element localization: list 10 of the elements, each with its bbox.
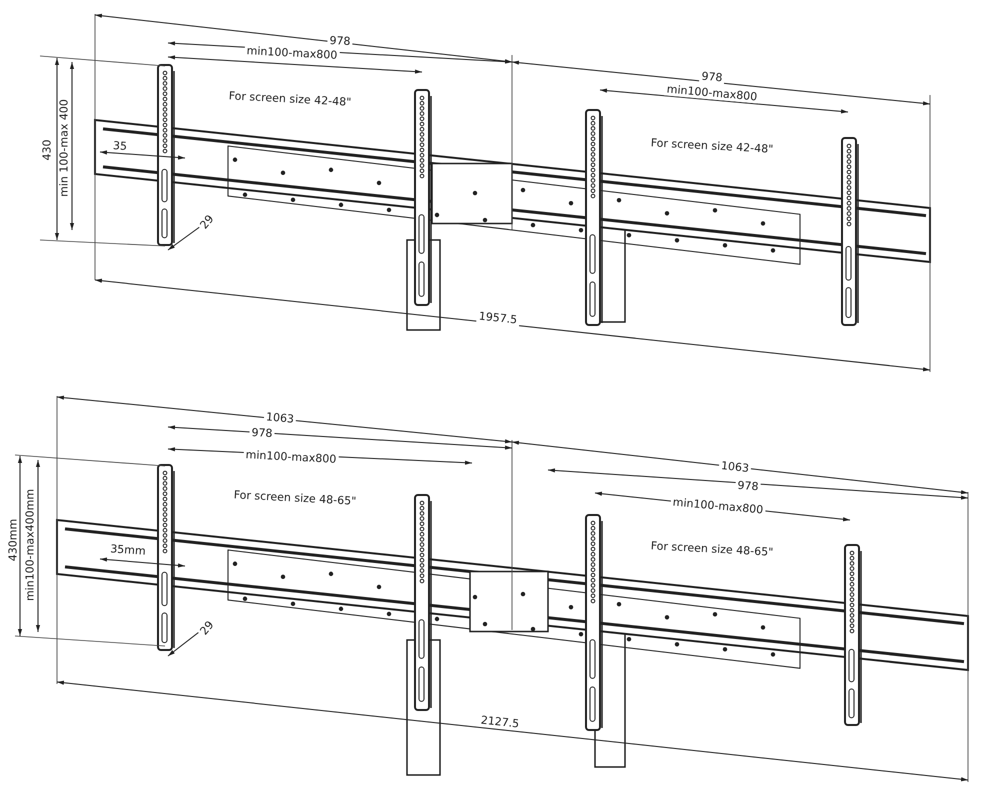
dimension-label: min100-max800 bbox=[243, 448, 339, 466]
dimension-label: min100-max800 bbox=[664, 82, 760, 104]
dimension-label: 1957.5 bbox=[476, 309, 520, 327]
dimension-label: 978 bbox=[735, 478, 761, 494]
dimension-label: 430mm bbox=[6, 516, 20, 564]
dimension-label: min100-max800 bbox=[244, 44, 340, 62]
dimension-label: min 100-max 400 bbox=[58, 97, 70, 199]
dimension-label: 978 bbox=[698, 69, 726, 85]
dimension-label: 430 bbox=[40, 138, 54, 162]
dimension-label: 1063 bbox=[264, 410, 296, 426]
